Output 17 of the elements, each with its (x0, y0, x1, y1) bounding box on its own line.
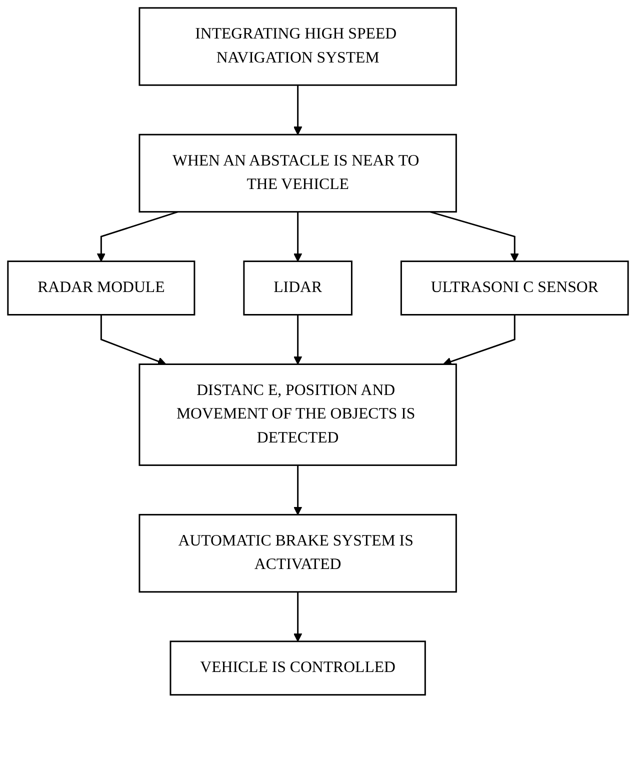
arrow (100, 314, 166, 366)
node-box: AUTOMATIC BRAKE SYSTEM IS ACTIVATED (138, 514, 457, 593)
node-box: DISTANC E, POSITION AND MOVEMENT OF THE OBJECTS IS DETECTED (138, 364, 457, 466)
arrow (293, 212, 302, 262)
arrow (96, 211, 178, 262)
node-box: RADAR MODULE (7, 260, 196, 316)
node-box: INTEGRATING HIGH SPEED NAVIGATION SYSTEM (138, 7, 457, 86)
node-box: WHEN AN ABSTACLE IS NEAR TO THE VEHICLE (138, 134, 457, 213)
arrow (293, 85, 302, 135)
arrow (430, 211, 519, 262)
node-box: VEHICLE IS CONTROLLED (170, 640, 426, 696)
node-box: ULTRASONI C SENSOR (400, 260, 629, 316)
arrow (293, 314, 302, 365)
arrow (442, 314, 516, 366)
arrow (293, 465, 302, 516)
node-box: LIDAR (243, 260, 352, 316)
arrow (293, 592, 302, 642)
